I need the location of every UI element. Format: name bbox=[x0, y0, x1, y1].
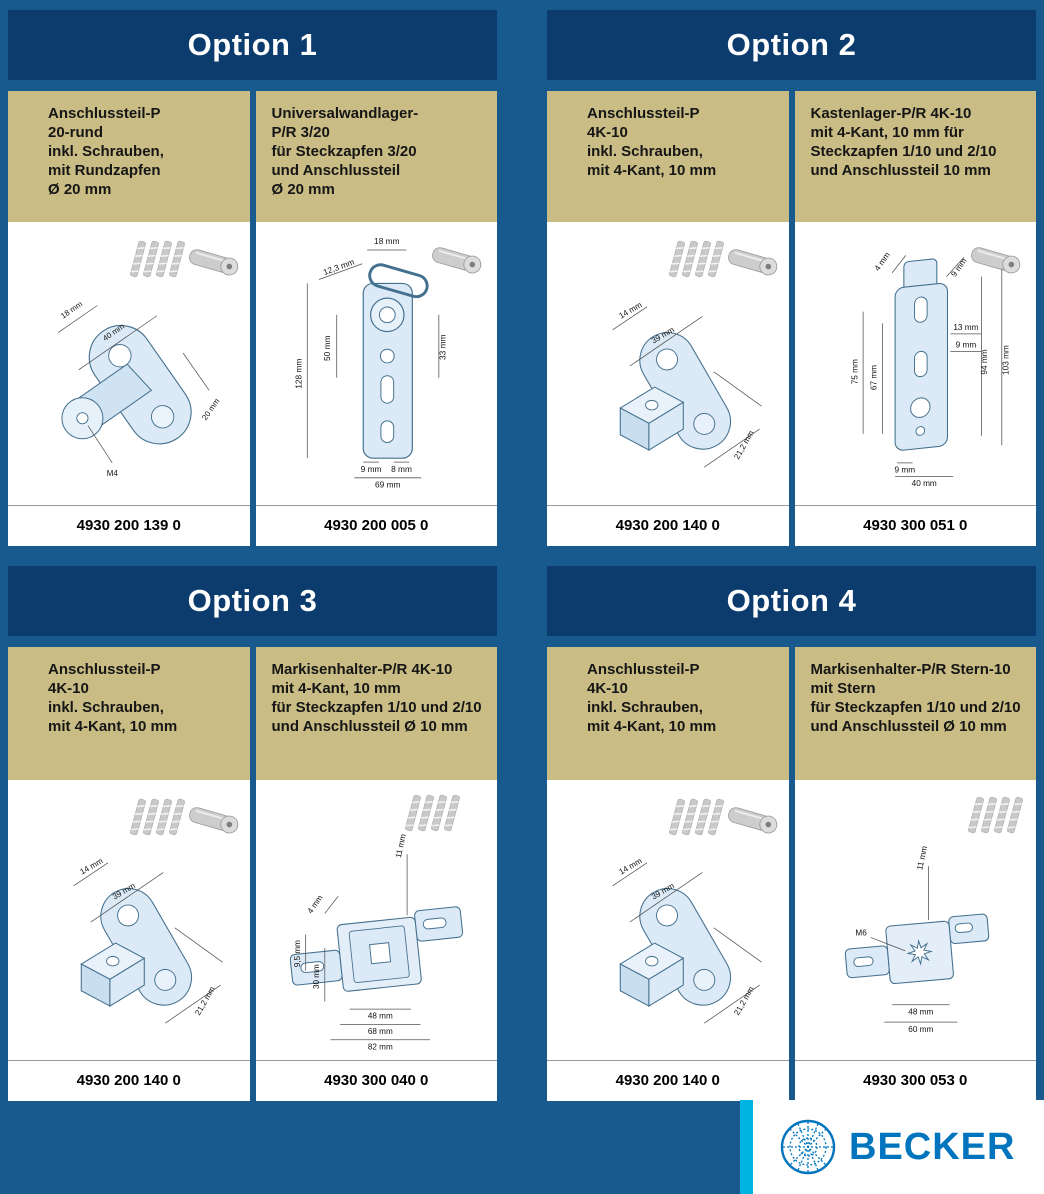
option-1-panel: Option 1 Anschlussteil-P 20-rund inkl. S… bbox=[8, 10, 497, 546]
dim-label: 11 mm bbox=[394, 833, 408, 859]
part-number: 4930 200 139 0 bbox=[8, 505, 250, 546]
dim-label: 21,2 mm bbox=[193, 985, 217, 1017]
dim-label: 9 mm bbox=[950, 256, 969, 278]
becker-globe-icon bbox=[779, 1118, 837, 1176]
technical-drawing-anschlussteil-20-rund: 18 mm 40 mm 20 mm M4 bbox=[8, 222, 250, 505]
drawing-canvas: 18 mm 12,3 mm 128 mm 50 mm 33 mm 9 mm 8 … bbox=[294, 236, 448, 490]
technical-drawing-kastenlager: 4 mm 9 mm 94 mm 103 mm 13 mm 9 mm 75 mm … bbox=[794, 222, 1036, 505]
dim-label: 18 mm bbox=[374, 236, 400, 246]
dim-label: 4 mm bbox=[306, 893, 325, 915]
dim-label: 9 mm bbox=[956, 340, 977, 349]
dim-label: 60 mm bbox=[909, 1025, 934, 1034]
dim-label: M6 bbox=[856, 929, 868, 938]
product-card: Markisenhalter-P/R 4K-10 mit 4-Kant, 10 … bbox=[255, 647, 497, 1101]
part-number: 4930 200 140 0 bbox=[547, 1060, 789, 1101]
drawing-canvas: 11 mm 4 mm 9,5 mm 30 mm 48 mm 68 mm 82 m… bbox=[290, 833, 464, 1051]
dim-label: 103 mm bbox=[1002, 345, 1011, 375]
dim-label: 68 mm bbox=[368, 1027, 393, 1036]
dim-label: 94 mm bbox=[981, 349, 990, 374]
dim-label: 9,5 mm bbox=[293, 940, 302, 967]
technical-drawing-anschlussteil-4k10: 14 mm 39 mm 21,2 mm bbox=[547, 780, 789, 1060]
product-description: Markisenhalter-P/R 4K-10 mit 4-Kant, 10 … bbox=[255, 647, 497, 780]
dim-label: 9 mm bbox=[895, 466, 916, 475]
dim-label: 75 mm bbox=[851, 359, 860, 384]
product-card: Anschlussteil-P 4K-10 inkl. Schrauben, m… bbox=[547, 647, 789, 1101]
option-2-panel: Option 2 Anschlussteil-P 4K-10 inkl. Sch… bbox=[547, 10, 1036, 546]
dim-label: 82 mm bbox=[368, 1042, 393, 1051]
option-2-title: Option 2 bbox=[726, 27, 857, 62]
product-description: Markisenhalter-P/R Stern-10 mit Stern fü… bbox=[794, 647, 1036, 780]
dim-label: 40 mm bbox=[912, 479, 937, 488]
option-3-header: Option 3 bbox=[8, 566, 497, 636]
dim-label: 21,2 mm bbox=[732, 985, 756, 1017]
option-1-title: Option 1 bbox=[187, 27, 318, 62]
option-4-header: Option 4 bbox=[547, 566, 1036, 636]
drawing-canvas: 14 mm 39 mm 21,2 mm bbox=[611, 856, 762, 1024]
product-card: Anschlussteil-P 4K-10 inkl. Schrauben, m… bbox=[547, 91, 789, 546]
drawing-canvas: 14 mm 39 mm 21,2 mm bbox=[611, 300, 762, 468]
dim-label: 13 mm bbox=[954, 323, 979, 332]
technical-drawing-markisenhalter-4k10: 11 mm 4 mm 9,5 mm 30 mm 48 mm 68 mm 82 m… bbox=[255, 780, 497, 1060]
dim-label: 33 mm bbox=[438, 334, 448, 360]
dim-label: 8 mm bbox=[391, 464, 412, 474]
dim-label: 30 mm bbox=[312, 964, 321, 989]
dim-label: 12,3 mm bbox=[322, 257, 356, 277]
option-3-title: Option 3 bbox=[187, 583, 318, 618]
part-number: 4930 200 140 0 bbox=[547, 505, 789, 546]
accent-stripe bbox=[740, 1100, 753, 1194]
product-description: Anschlussteil-P 20-rund inkl. Schrauben,… bbox=[8, 91, 250, 222]
dim-label: 128 mm bbox=[294, 359, 304, 389]
brand-wordmark: BECKER bbox=[849, 1125, 1016, 1168]
dim-label: M4 bbox=[106, 469, 118, 478]
product-description: Kastenlager-P/R 4K-10 mit 4-Kant, 10 mm … bbox=[794, 91, 1036, 222]
drawing-canvas: 4 mm 9 mm 94 mm 103 mm 13 mm 9 mm 75 mm … bbox=[851, 251, 1011, 489]
technical-drawing-universalwandlager: 18 mm 12,3 mm 128 mm 50 mm 33 mm 9 mm 8 … bbox=[255, 222, 497, 505]
drawing-canvas: 18 mm 40 mm 20 mm M4 bbox=[57, 299, 221, 478]
part-number: 4930 200 005 0 bbox=[255, 505, 497, 546]
part-number: 4930 300 040 0 bbox=[255, 1060, 497, 1101]
drawing-canvas: 14 mm 39 mm 21,2 mm bbox=[72, 856, 223, 1024]
product-description: Universalwandlager- P/R 3/20 für Steckza… bbox=[255, 91, 497, 222]
product-card: Kastenlager-P/R 4K-10 mit 4-Kant, 10 mm … bbox=[794, 91, 1036, 546]
technical-drawing-anschlussteil-4k10: 14 mm 39 mm 21,2 mm bbox=[8, 780, 250, 1060]
product-card: Markisenhalter-P/R Stern-10 mit Stern fü… bbox=[794, 647, 1036, 1101]
dim-label: 50 mm bbox=[322, 335, 332, 361]
technical-drawing-markisenhalter-stern: 11 mm M6 48 mm 60 mm bbox=[794, 780, 1036, 1060]
product-card: Anschlussteil-P 20-rund inkl. Schrauben,… bbox=[8, 91, 250, 546]
product-description: Anschlussteil-P 4K-10 inkl. Schrauben, m… bbox=[547, 91, 789, 222]
part-number: 4930 300 053 0 bbox=[794, 1060, 1036, 1101]
part-number: 4930 200 140 0 bbox=[8, 1060, 250, 1101]
dim-label: 21,2 mm bbox=[732, 429, 756, 461]
option-4-panel: Option 4 Anschlussteil-P 4K-10 inkl. Sch… bbox=[547, 566, 1036, 1101]
option-2-header: Option 2 bbox=[547, 10, 1036, 80]
product-description: Anschlussteil-P 4K-10 inkl. Schrauben, m… bbox=[8, 647, 250, 780]
option-1-header: Option 1 bbox=[8, 10, 497, 80]
dim-label: 11 mm bbox=[915, 845, 929, 871]
dim-label: 48 mm bbox=[368, 1012, 393, 1021]
product-card: Anschlussteil-P 4K-10 inkl. Schrauben, m… bbox=[8, 647, 250, 1101]
dim-label: 69 mm bbox=[375, 480, 401, 490]
option-4-title: Option 4 bbox=[726, 583, 857, 618]
part-number: 4930 300 051 0 bbox=[794, 505, 1036, 546]
dim-label: 48 mm bbox=[909, 1007, 934, 1016]
option-3-panel: Option 3 Anschlussteil-P 4K-10 inkl. Sch… bbox=[8, 566, 497, 1101]
becker-logo-area: BECKER bbox=[753, 1100, 1044, 1194]
product-description: Anschlussteil-P 4K-10 inkl. Schrauben, m… bbox=[547, 647, 789, 780]
dim-label: 9 mm bbox=[361, 464, 382, 474]
technical-drawing-anschlussteil-4k10: 14 mm 39 mm 21,2 mm bbox=[547, 222, 789, 505]
dim-label: 67 mm bbox=[870, 365, 879, 390]
drawing-canvas: 11 mm M6 48 mm 60 mm bbox=[845, 845, 990, 1034]
dim-label: 4 mm bbox=[873, 251, 892, 273]
product-card: Universalwandlager- P/R 3/20 für Steckza… bbox=[255, 91, 497, 546]
dim-label: 20 mm bbox=[200, 397, 221, 422]
